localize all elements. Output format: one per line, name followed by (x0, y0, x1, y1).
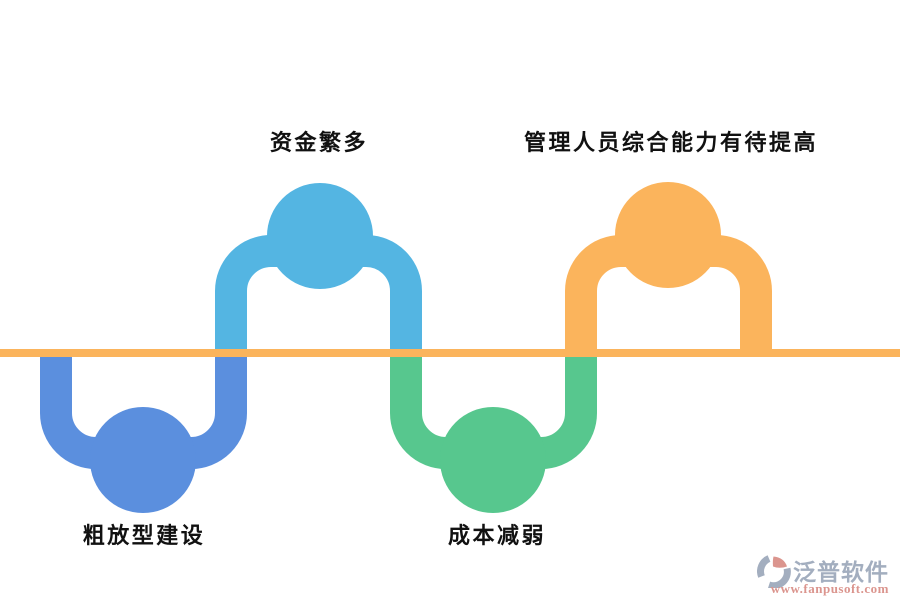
node-circle-crest-1 (267, 183, 373, 289)
watermark-url-text: www.fanpusoft.com (770, 581, 889, 596)
node-circle-trough-1 (90, 407, 196, 513)
fanpu-watermark: 泛普软件 www.fanpusoft.com (757, 555, 889, 597)
watermark-row: 泛普软件 (757, 555, 889, 588)
label-crest-1: 资金繁多 (269, 130, 369, 155)
node-circle-trough-2 (440, 407, 546, 513)
label-trough-1: 粗放型建设 (82, 523, 206, 548)
label-trough-2: 成本减弱 (447, 523, 547, 548)
node-circle-crest-2 (615, 182, 721, 288)
baseline (0, 349, 900, 357)
label-crest-2: 管理人员综合能力有待提高 (523, 130, 819, 155)
fanpu-logo-icon (757, 555, 791, 588)
watermark-brand-text: 泛普软件 (793, 558, 889, 585)
